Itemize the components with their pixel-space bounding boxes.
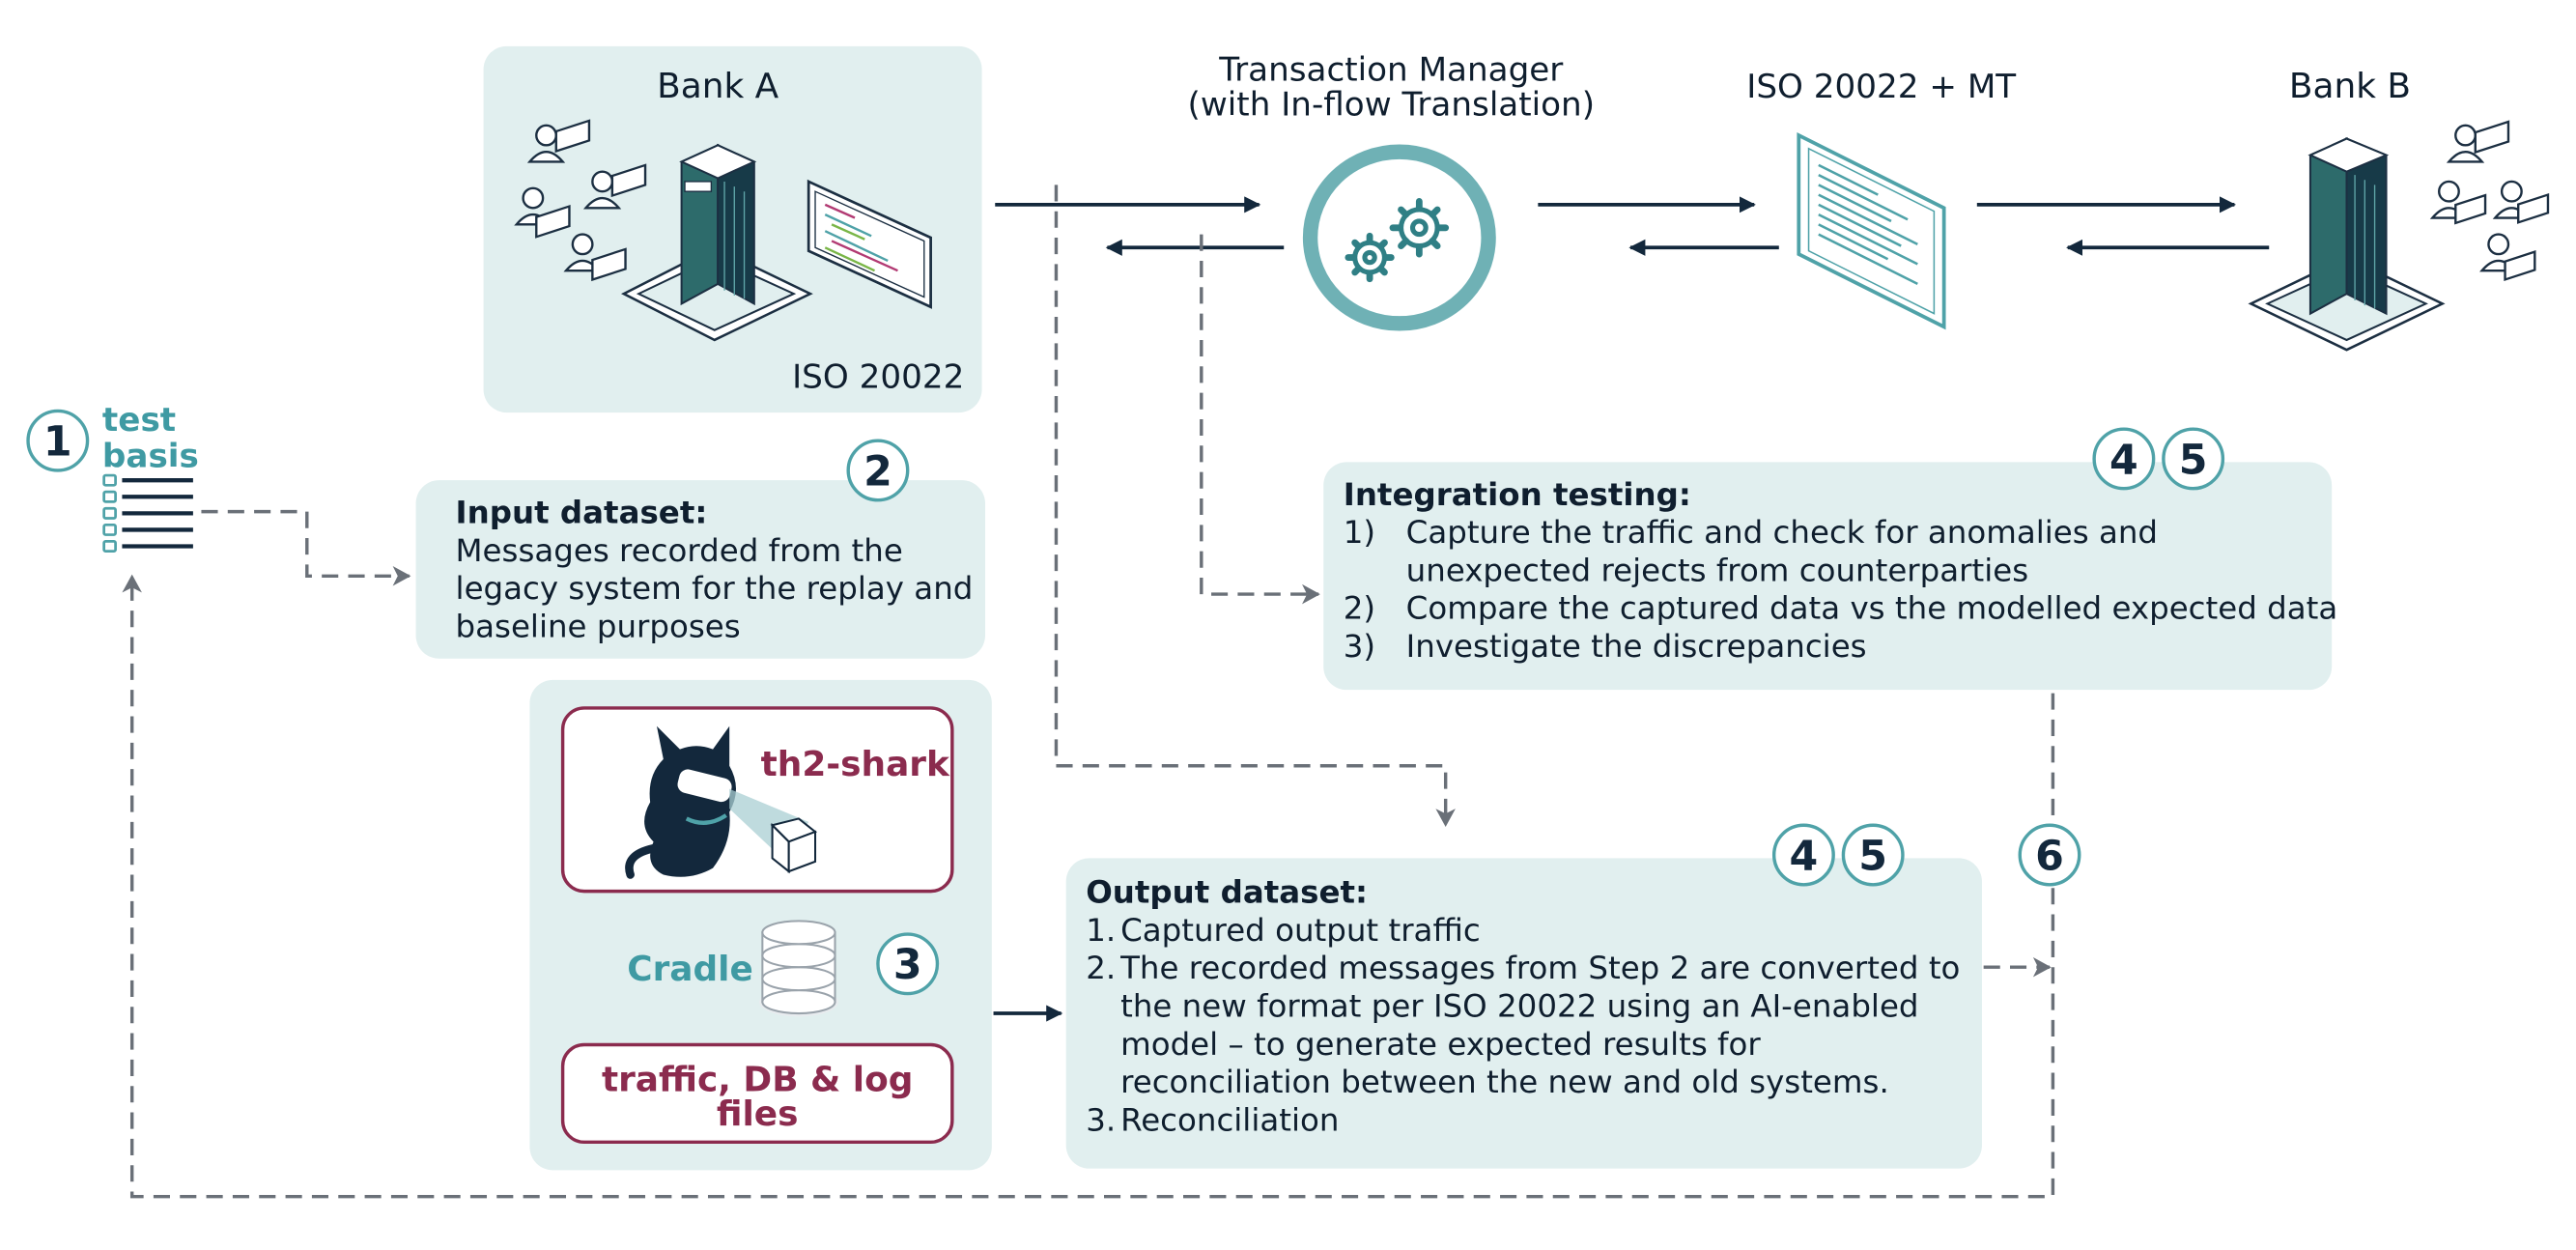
- input-dataset-line: legacy system for the replay and: [455, 571, 974, 608]
- input-dataset-heading: Input dataset:: [455, 495, 708, 532]
- list-index: 2): [1343, 590, 1376, 628]
- step-5-badge: 5: [1841, 823, 1905, 887]
- dash-bank-a-to-output: [1054, 185, 1456, 827]
- traffic-files-box: [560, 1042, 954, 1145]
- step-4-badge: 4: [2092, 427, 2156, 491]
- list-index: 3.: [1086, 1102, 1117, 1139]
- test-basis-line2: basis: [101, 436, 199, 476]
- tm-title-line2: (with In-flow Translation): [1187, 84, 1596, 125]
- step-4-badge: 4: [1771, 823, 1835, 887]
- dash-tm-to-integration: [1200, 234, 1320, 605]
- cat-mascot-icon: [625, 725, 818, 879]
- step-5-badge: 5: [2162, 427, 2225, 491]
- list-item: unexpected rejects from counterparties: [1405, 553, 2029, 589]
- list-item: Capture the traffic and check for anomal…: [1405, 515, 2159, 552]
- input-dataset-text: Input dataset: Messages recorded from th…: [456, 496, 974, 647]
- step-1-badge: 1: [26, 409, 90, 472]
- document-list-icon: [1797, 132, 1946, 330]
- step-3-badge: 3: [876, 932, 940, 996]
- dash-feedback-loop: [122, 574, 2055, 1199]
- integration-testing-heading: Integration testing:: [1343, 476, 1691, 514]
- output-dataset-heading: Output dataset:: [1086, 874, 1369, 912]
- checklist-icon: [102, 473, 193, 554]
- gears-icon: [1302, 144, 1496, 331]
- traffic-files-line2: files: [716, 1094, 799, 1134]
- bank-b-title: Bank B: [2288, 66, 2412, 106]
- bank-a-format-label: ISO 20022: [792, 356, 965, 397]
- list-item: the new format per ISO 20022 using an AI…: [1120, 988, 1919, 1025]
- step-6-badge: 6: [2018, 823, 2081, 887]
- list-item: Reconciliation: [1120, 1102, 1340, 1139]
- input-dataset-line: Messages recorded from the: [455, 532, 903, 570]
- th2-shark-label: th2-shark: [760, 744, 949, 784]
- list-item: The recorded messages from Step 2 are co…: [1120, 951, 1961, 987]
- bank-a-title: Bank A: [657, 66, 779, 106]
- dash-testbasis-to-input: [201, 509, 411, 586]
- integration-testing-panel: [1323, 462, 2333, 691]
- iso-mt-title: ISO 20022 + MT: [1746, 66, 2017, 106]
- input-dataset-panel: [415, 480, 985, 659]
- code-screen-icon: [807, 179, 932, 309]
- integration-testing-text: Integration testing: 1) Capture the traf…: [1344, 477, 2338, 667]
- output-dataset-panel: [1065, 858, 1982, 1169]
- list-index: 2.: [1086, 951, 1117, 987]
- list-index: 1.: [1086, 912, 1117, 950]
- list-item: reconciliation between the new and old s…: [1120, 1065, 1889, 1101]
- database-icon: [758, 920, 838, 1017]
- test-basis-line1: test: [101, 399, 177, 440]
- list-item: Investigate the discrepancies: [1405, 628, 1867, 666]
- list-index: 3): [1343, 628, 1376, 666]
- list-item: Compare the captured data vs the modelle…: [1405, 590, 2338, 628]
- user-workstation-icon: [514, 119, 647, 282]
- tm-title-line1: Transaction Manager: [1219, 49, 1564, 90]
- traffic-files-line1: traffic, DB & log: [601, 1059, 914, 1099]
- list-index: 1): [1343, 515, 1376, 552]
- user-workstation-icon: [2429, 120, 2550, 282]
- output-dataset-text: Output dataset: 1. Captured output traff…: [1086, 875, 1960, 1141]
- cradle-label: Cradle: [627, 949, 753, 989]
- bank-building-icon: [620, 143, 813, 342]
- input-dataset-line: baseline purposes: [455, 609, 741, 646]
- bank-building-icon: [2248, 136, 2446, 352]
- step-2-badge: 2: [846, 439, 910, 502]
- list-item: Captured output traffic: [1120, 912, 1481, 950]
- list-item: model – to generate expected results for: [1120, 1026, 1761, 1064]
